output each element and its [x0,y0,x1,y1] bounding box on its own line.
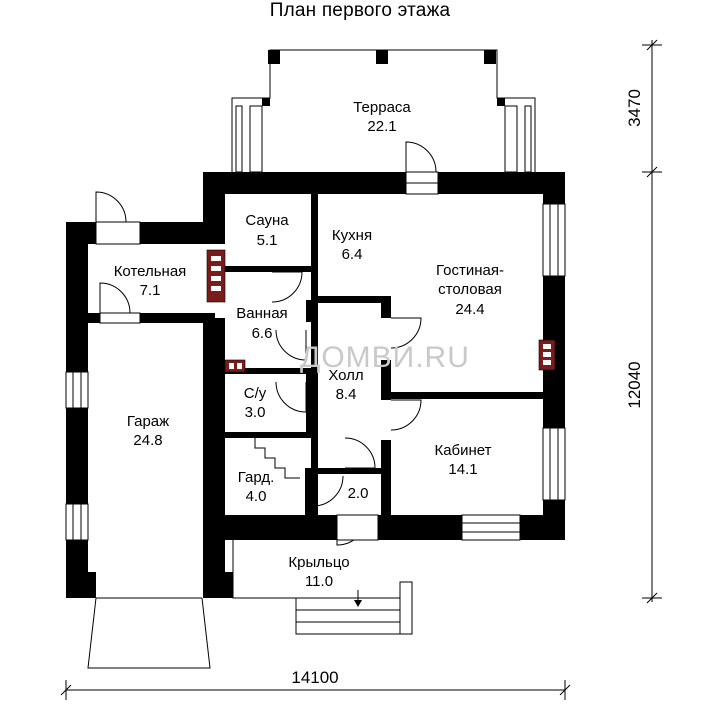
room-labels: Терраса 22.1 Сауна 5.1 Кухня 6.4 Гостина… [114,99,504,590]
room-area-living: 24.4 [455,301,484,318]
room-area-kitchen: 6.4 [342,246,363,263]
interior-walls [225,194,543,515]
room-name-terrace: Терраса [353,99,411,116]
room-area-porch: 11.0 [305,573,333,590]
room-area-boiler: 7.1 [140,282,161,299]
room-area-hall: 8.4 [336,386,357,403]
room-name-living-line2: столовая [438,281,502,298]
room-area-study: 14.1 [448,461,477,478]
porch-steps [232,540,413,635]
dim-height-main-label: 12040 [625,361,644,408]
room-name-hall: Холл [328,367,363,384]
terrace-outline [231,49,536,173]
room-name-wc: С/у [244,385,267,402]
garage-gate [87,597,211,669]
chimney-icon [206,249,226,303]
room-area-wc: 3.0 [245,404,266,421]
windows [65,171,566,541]
watermark: ДОМВИ.RU [300,341,470,374]
plan-title: План первого этажа [269,0,451,21]
room-name-wardrobe: Гард. [238,469,275,486]
room-area-terrace: 22.1 [367,118,396,135]
room-area-sauna: 5.1 [257,232,278,249]
room-name-garage: Гараж [127,413,169,430]
room-name-porch: Крыльцо [288,554,349,571]
room-name-boiler: Котельная [114,263,187,280]
doors [95,141,437,546]
room-name-bathroom: Ванная [236,305,287,322]
chimney-icons [206,249,556,373]
chimney-icon [224,359,246,373]
room-area-garage: 24.8 [133,432,162,449]
room-name-living-line1: Гостиная- [436,262,504,279]
room-name-kitchen: Кухня [332,227,372,244]
room-area-bathroom: 6.6 [252,325,273,342]
room-area-closet: 2.0 [348,485,369,502]
dim-width-label: 14100 [291,668,338,687]
room-name-sauna: Сауна [245,212,289,229]
dim-height-terrace-label: 3470 [625,89,644,127]
dimension-height: 3470 12040 [625,39,662,604]
room-name-study: Кабинет [434,442,491,459]
dimension-width: 14100 [60,668,571,700]
chimney-icon [538,339,556,371]
room-area-wardrobe: 4.0 [246,488,267,505]
